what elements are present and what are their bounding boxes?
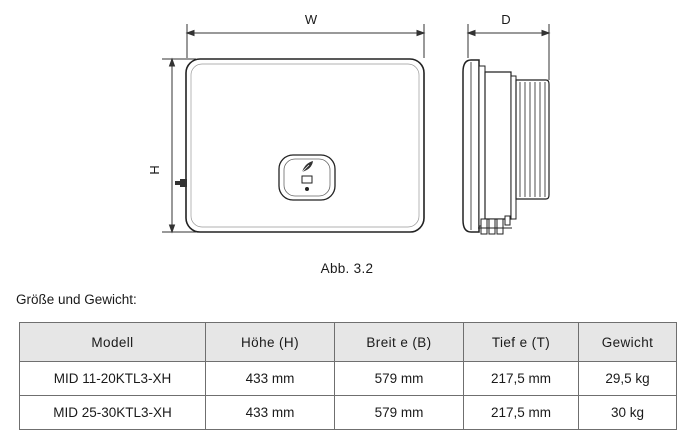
cell-depth: 217,5 mm bbox=[463, 361, 579, 396]
figure-caption: Abb. 3.2 bbox=[320, 261, 374, 276]
cell-depth: 217,5 mm bbox=[463, 395, 579, 430]
cell-model: MID 25-30KTL3-XH bbox=[19, 395, 206, 430]
width-dimension bbox=[185, 24, 426, 58]
depth-label: D bbox=[501, 12, 510, 27]
cell-weight: 29,5 kg bbox=[578, 361, 677, 396]
table-row: MID 25-30KTL3-XH 433 mm 579 mm 217,5 mm … bbox=[19, 395, 677, 430]
header-model: Modell bbox=[19, 322, 206, 362]
header-depth: Tief e (T) bbox=[463, 322, 579, 362]
control-panel bbox=[278, 154, 336, 201]
header-height: Höhe (H) bbox=[205, 322, 335, 362]
cell-model: MID 11-20KTL3-XH bbox=[19, 361, 206, 396]
header-weight: Gewicht bbox=[578, 322, 677, 362]
cell-height: 433 mm bbox=[205, 395, 335, 430]
inverter-dimension-drawing: W H D bbox=[147, 12, 551, 235]
inverter-front-view bbox=[175, 58, 425, 233]
section-label: Größe und Gewicht: bbox=[16, 292, 137, 307]
connector-icon bbox=[478, 215, 512, 235]
cell-width: 579 mm bbox=[334, 361, 464, 396]
height-dimension bbox=[162, 57, 196, 234]
table-row: MID 11-20KTL3-XH 433 mm 579 mm 217,5 mm … bbox=[19, 361, 677, 396]
width-label: W bbox=[305, 12, 318, 27]
cell-height: 433 mm bbox=[205, 361, 335, 396]
cell-weight: 30 kg bbox=[578, 395, 677, 430]
depth-dimension bbox=[466, 24, 551, 80]
inverter-side-view bbox=[462, 59, 550, 235]
size-weight-table: Modell Höhe (H) Breit e (B) Tief e (T) G… bbox=[19, 322, 677, 430]
indicator-light-icon bbox=[305, 187, 309, 191]
table-header-row: Modell Höhe (H) Breit e (B) Tief e (T) G… bbox=[19, 322, 677, 362]
cell-width: 579 mm bbox=[334, 395, 464, 430]
status-display-icon bbox=[301, 175, 313, 184]
leaf-icon bbox=[301, 161, 313, 173]
height-label: H bbox=[147, 165, 162, 174]
header-width: Breit e (B) bbox=[334, 322, 464, 362]
